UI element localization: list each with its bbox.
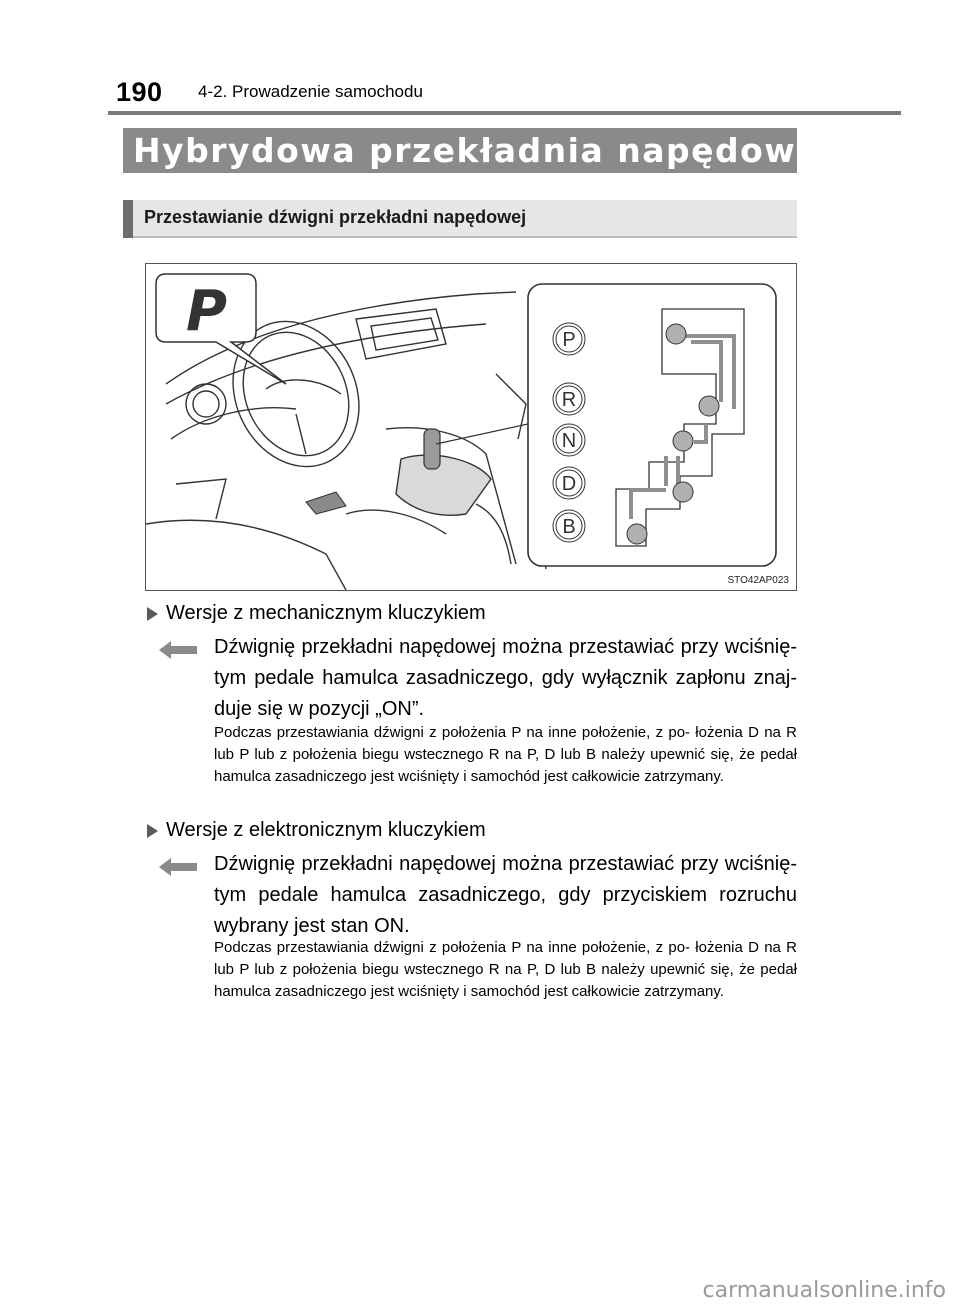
gate-label-d: D xyxy=(562,473,576,495)
main-paragraph: Dźwignię przekładni napędowej można prze… xyxy=(214,636,797,720)
subtitle-bar: Przestawianie dźwigni przekładni napędow… xyxy=(123,200,797,238)
figure-code: STO42AP023 xyxy=(727,575,789,586)
gate-label-n: N xyxy=(562,430,576,452)
bullet-text: Wersje z elektronicznym kluczykiem xyxy=(166,819,486,841)
arrow-left-icon xyxy=(159,641,197,659)
note-paragraph: Podczas przestawiania dźwigni z położeni… xyxy=(214,939,797,1000)
subtitle-text: Przestawianie dźwigni przekładni napędow… xyxy=(144,207,527,227)
subtitle-accent xyxy=(123,200,133,238)
title-bar: Hybrydowa przekładnia napędowa xyxy=(123,128,819,173)
gate-labels: P R N D B xyxy=(552,322,586,543)
note-paragraph: Podczas przestawiania dźwigni z położeni… xyxy=(214,724,797,785)
bullet-electronic-key: Wersje z elektronicznym kluczykiem xyxy=(147,819,486,842)
footer-brand: carmanualsonline.info xyxy=(702,1278,946,1303)
section-path: 4-2. Prowadzenie samochodu xyxy=(198,82,423,101)
gate-label-b: B xyxy=(562,516,575,538)
dashboard-drawing: P P R N D xyxy=(146,273,777,590)
page-number: 190 xyxy=(116,77,163,107)
main-paragraph: Dźwignię przekładni napędowej można prze… xyxy=(214,853,797,937)
arrow-left-icon xyxy=(159,858,197,876)
indicator-letter: P xyxy=(186,279,227,344)
bullet-mechanical-key: Wersje z mechanicznym kluczykiem xyxy=(147,602,486,625)
triangle-bullet-icon xyxy=(147,823,158,838)
header-rule xyxy=(108,111,901,115)
gate-label-p: P xyxy=(562,329,575,351)
page-title: Hybrydowa przekładnia napędowa xyxy=(133,131,821,170)
gate-label-r: R xyxy=(562,389,576,411)
triangle-bullet-icon xyxy=(147,606,158,621)
bullet-text: Wersje z mechanicznym kluczykiem xyxy=(166,602,486,624)
shift-lever-illustration: P P R N D xyxy=(145,263,797,591)
